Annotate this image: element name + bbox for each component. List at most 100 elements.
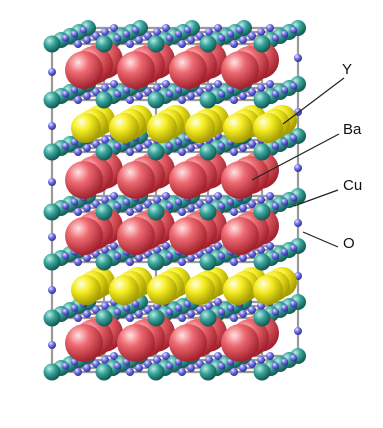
barium-atom: [221, 324, 259, 362]
oxygen-atom: [271, 308, 280, 316]
copper-atom: [95, 143, 113, 161]
oxygen-atom: [257, 246, 265, 254]
oxygen-atom: [271, 202, 280, 210]
yttrium-atom: [223, 113, 253, 143]
copper-atom: [199, 35, 217, 53]
oxygen-atom: [101, 356, 109, 364]
oxygen-atom: [230, 258, 238, 266]
oxygen-atom: [110, 80, 118, 88]
yttrium-atom: [147, 113, 177, 143]
oxygen-atom: [289, 82, 298, 90]
oxygen-atom: [70, 198, 79, 206]
barium-atom: [117, 161, 155, 199]
oxygen-atom: [48, 341, 56, 349]
oxygen-atom: [101, 84, 109, 92]
oxygen-atom: [239, 254, 247, 262]
oxygen-atom: [126, 368, 134, 376]
copper-atom: [147, 35, 165, 53]
oxygen-atom: [131, 26, 140, 34]
oxygen-atom: [74, 258, 82, 266]
oxygen-atom: [61, 34, 70, 42]
copper-atom: [147, 363, 165, 381]
oxygen-atom: [113, 202, 122, 210]
barium-atom: [65, 324, 103, 362]
oxygen-atom: [135, 92, 143, 100]
oxygen-atom: [101, 136, 109, 144]
oxygen-atom: [280, 30, 289, 38]
copper-atom: [199, 143, 217, 161]
oxygen-atom: [239, 310, 247, 318]
oxygen-atom: [226, 30, 235, 38]
oxygen-atom: [239, 36, 247, 44]
oxygen-atom: [135, 254, 143, 262]
oxygen-atom: [165, 362, 174, 370]
oxygen-atom: [289, 244, 298, 252]
oxygen-atom: [61, 142, 70, 150]
oxygen-atom: [122, 86, 131, 94]
barium-atom: [169, 161, 207, 199]
oxygen-atom: [205, 28, 213, 36]
barium-atom: [65, 217, 103, 255]
oxygen-atom: [113, 308, 122, 316]
oxygen-atom: [122, 198, 131, 206]
copper-atom: [199, 91, 217, 109]
yttrium-atom: [109, 113, 139, 143]
oxygen-atom: [217, 142, 226, 150]
yttrium-atom: [185, 113, 215, 143]
oxygen-atom: [101, 196, 109, 204]
oxygen-atom: [48, 122, 56, 130]
oxygen-atom: [289, 194, 298, 202]
oxygen-atom: [174, 86, 183, 94]
o-leader-line: [302, 231, 339, 248]
oxygen-atom: [248, 200, 256, 208]
barium-atom: [169, 51, 207, 89]
oxygen-atom: [289, 354, 298, 362]
oxygen-atom: [187, 254, 195, 262]
oxygen-atom: [257, 196, 265, 204]
oxygen-atom: [61, 202, 70, 210]
barium-atom: [117, 51, 155, 89]
oxygen-atom: [165, 308, 174, 316]
oxygen-atom: [113, 362, 122, 370]
oxygen-atom: [214, 242, 222, 250]
oxygen-atom: [165, 202, 174, 210]
oxygen-atom: [217, 90, 226, 98]
copper-atom: [43, 309, 61, 327]
oxygen-atom: [230, 368, 238, 376]
oxygen-atom: [178, 314, 186, 322]
oxygen-atom: [165, 142, 174, 150]
oxygen-atom: [110, 192, 118, 200]
copper-atom: [147, 309, 165, 327]
copper-atom: [147, 253, 165, 271]
oxygen-atom: [74, 208, 82, 216]
oxygen-atom: [217, 202, 226, 210]
copper-atom: [253, 363, 271, 381]
oxygen-atom: [266, 192, 274, 200]
oxygen-atom: [101, 302, 109, 310]
copper-atom: [253, 309, 271, 327]
copper-atom: [95, 91, 113, 109]
oxygen-atom: [48, 68, 56, 76]
oxygen-atom: [135, 144, 143, 152]
oxygen-atom: [83, 364, 91, 372]
copper-atom: [253, 91, 271, 109]
oxygen-atom: [61, 362, 70, 370]
oxygen-atom: [183, 300, 192, 308]
oxygen-atom: [214, 192, 222, 200]
oxygen-atom: [83, 144, 91, 152]
oxygen-atom: [113, 34, 122, 42]
oxygen-atom: [61, 252, 70, 260]
oxygen-atom: [230, 148, 238, 156]
oxygen-atom: [153, 356, 161, 364]
copper-atom: [95, 253, 113, 271]
oxygen-atom: [48, 178, 56, 186]
yttrium-atom: [71, 275, 101, 305]
oxygen-atom: [135, 364, 143, 372]
copper-atom: [199, 309, 217, 327]
ba-label: Ba: [343, 121, 362, 138]
oxygen-atom: [162, 192, 170, 200]
copper-atom: [253, 35, 271, 53]
oxygen-atom: [205, 246, 213, 254]
oxygen-atom: [162, 242, 170, 250]
oxygen-atom: [294, 164, 302, 172]
